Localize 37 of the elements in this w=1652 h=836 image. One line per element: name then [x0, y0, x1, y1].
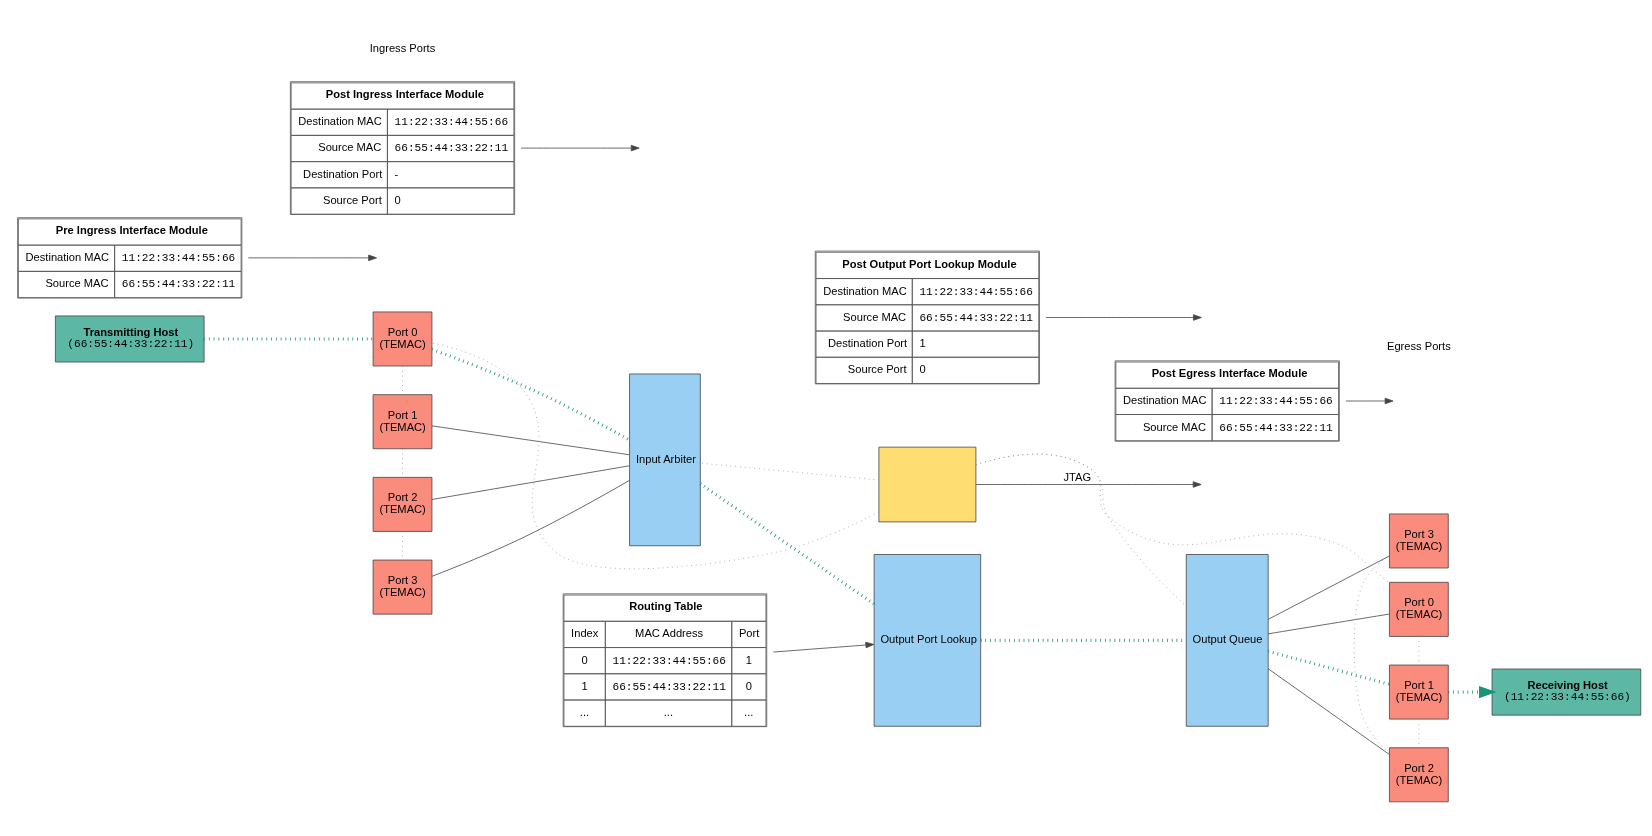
- node-box: Port 1 (TEMAC): [372, 393, 433, 449]
- connector: [1267, 613, 1390, 634]
- connector: [1267, 649, 1390, 686]
- node-box: Transmitting Host (66:55:44:33:22:11): [55, 315, 205, 362]
- node-box: Port 2 (TEMAC): [372, 476, 433, 532]
- node-box: Port 0 (TEMAC): [372, 311, 433, 366]
- connector: [431, 479, 630, 577]
- connector: [431, 347, 631, 441]
- arrow: [1448, 685, 1497, 698]
- node-box: Output Port Lookup: [873, 553, 982, 727]
- connector: [1267, 668, 1390, 755]
- arrow: [520, 144, 640, 151]
- node-box: [878, 446, 977, 522]
- connector: [204, 336, 373, 341]
- connector: [431, 464, 630, 500]
- arrow: [247, 254, 377, 261]
- arrow: [1345, 397, 1394, 404]
- node-box: Port 3 (TEMAC): [1389, 513, 1449, 568]
- connector: [1267, 555, 1390, 620]
- node-box: Input Arbiter: [629, 373, 701, 546]
- node-box: Port 2 (TEMAC): [1389, 746, 1449, 802]
- connector: [975, 453, 1390, 583]
- label: Egress Ports: [1387, 339, 1451, 352]
- node-box: Port 0 (TEMAC): [1389, 581, 1449, 637]
- node-box: Output Queue: [1185, 553, 1269, 727]
- edge-label: JTAG: [1063, 470, 1092, 483]
- arrow: [772, 641, 875, 652]
- node-box: Receiving Host (11:22:33:44:55:66): [1491, 668, 1642, 716]
- node-box: Port 3 (TEMAC): [372, 559, 433, 615]
- connector: [431, 424, 630, 455]
- connector: [699, 482, 875, 605]
- connector: [431, 342, 879, 569]
- connector: [1353, 554, 1390, 753]
- arrow: [1045, 313, 1202, 321]
- arrow: [975, 480, 1202, 488]
- label: Ingress Ports: [369, 41, 436, 54]
- node-box: Port 1 (TEMAC): [1389, 664, 1449, 719]
